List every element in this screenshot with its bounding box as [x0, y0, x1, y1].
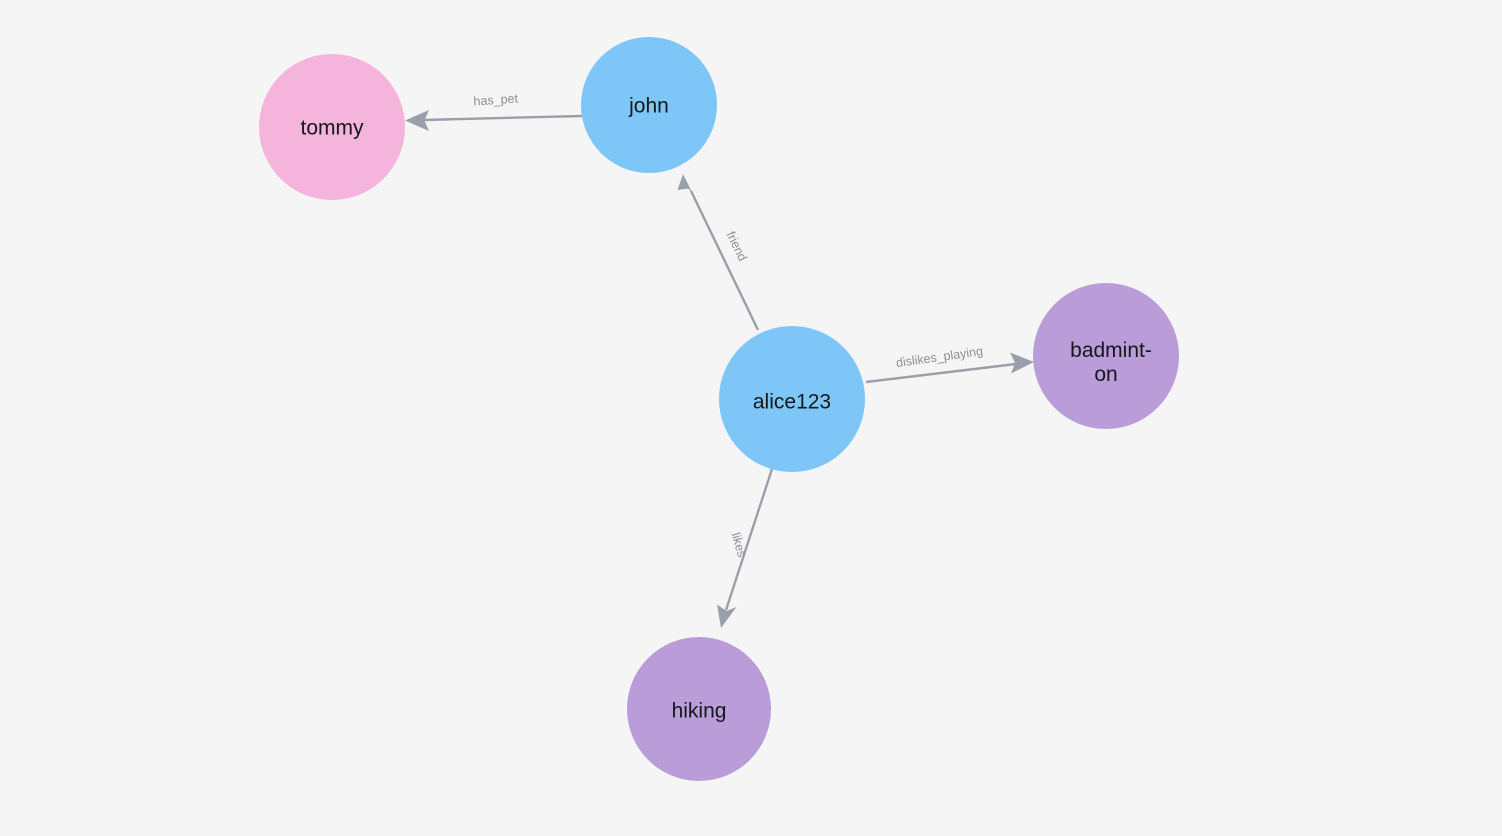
node-alice123[interactable]: alice123 — [719, 326, 865, 472]
arrowhead-likes — [717, 604, 737, 628]
edge-layer: has_pet friend dislikes_playing likes — [405, 91, 1034, 628]
node-circle-tommy[interactable] — [259, 54, 405, 200]
node-layer: tommy john alice123 badmint- on hiking — [259, 37, 1179, 781]
edge-label-dislikes-playing: dislikes_playing — [895, 344, 984, 370]
edge-has-pet[interactable]: has_pet — [405, 91, 583, 131]
arrowhead-friend — [677, 174, 695, 197]
edge-likes[interactable]: likes — [717, 468, 774, 628]
edge-label-friend: friend — [723, 229, 749, 263]
node-label-badminton-line-1: badmint- — [1070, 339, 1152, 362]
node-circle-alice123[interactable] — [719, 326, 865, 472]
node-circle-john[interactable] — [581, 37, 717, 173]
arrowhead-dislikes-playing — [1010, 352, 1034, 374]
node-hiking[interactable]: hiking — [627, 637, 771, 781]
edge-line-has-pet — [422, 114, 583, 122]
arrowhead-has-pet — [405, 110, 429, 131]
node-circle-badminton[interactable] — [1033, 283, 1179, 429]
node-badminton[interactable]: badmint- on — [1033, 283, 1179, 429]
edge-label-has-pet: has_pet — [473, 91, 519, 108]
node-circle-hiking[interactable] — [627, 637, 771, 781]
edge-dislikes-playing[interactable]: dislikes_playing — [865, 344, 1034, 384]
edge-line-likes — [724, 468, 774, 611]
edge-line-friend — [689, 190, 760, 331]
edge-line-dislikes-playing — [865, 362, 1017, 384]
edge-friend[interactable]: friend — [677, 174, 760, 331]
edge-label-likes: likes — [729, 531, 749, 559]
node-tommy[interactable]: tommy — [259, 54, 405, 200]
node-john[interactable]: john — [581, 37, 717, 173]
node-label-badminton-line-2: on — [1094, 363, 1117, 386]
